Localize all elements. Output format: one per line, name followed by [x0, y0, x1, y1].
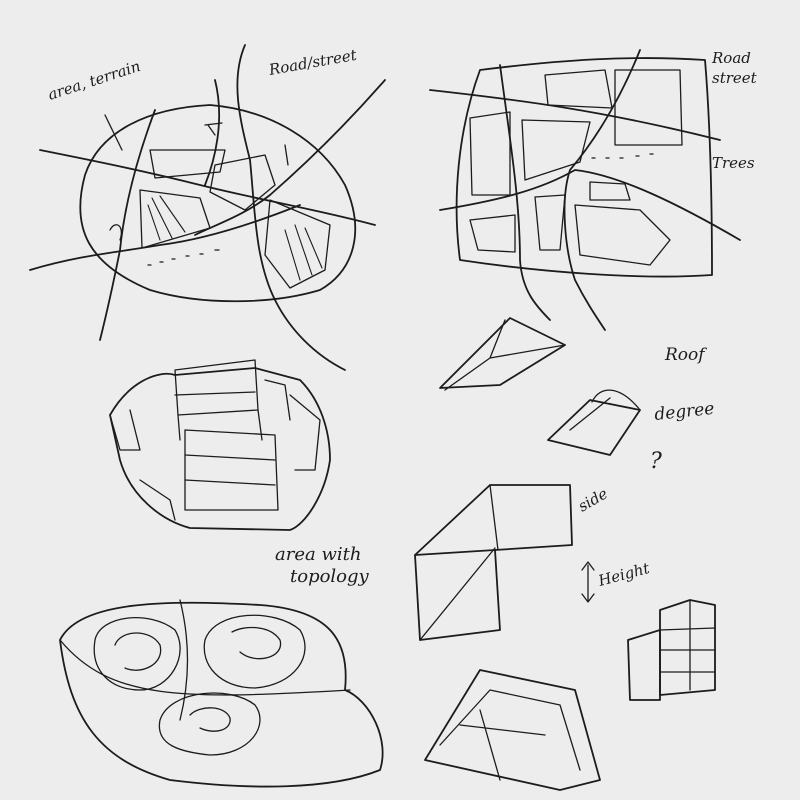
terrain-road-sketch [29, 44, 386, 371]
label-degree: degree [653, 399, 715, 425]
city-map-sketch [429, 49, 741, 331]
label-side: side [575, 484, 611, 515]
label-question: ? [650, 449, 662, 474]
label-road-street-2: Road street [711, 49, 758, 87]
label-area-with-topology: area with topology [275, 544, 370, 587]
building-cluster-sketch [109, 359, 331, 531]
landscape-plate-sketch [424, 669, 601, 791]
label-height: Height [595, 559, 652, 590]
label-trees: Trees [712, 154, 755, 172]
label-roof: Roof [664, 345, 707, 365]
stacked-building-sketch [627, 599, 716, 701]
height-box-sketch [414, 484, 595, 641]
roof-sketch [439, 317, 641, 456]
label-area-terrain: area, terrain [46, 57, 143, 104]
label-road-street-1: Road/street [267, 46, 359, 79]
topology-contour-sketch [59, 599, 384, 788]
